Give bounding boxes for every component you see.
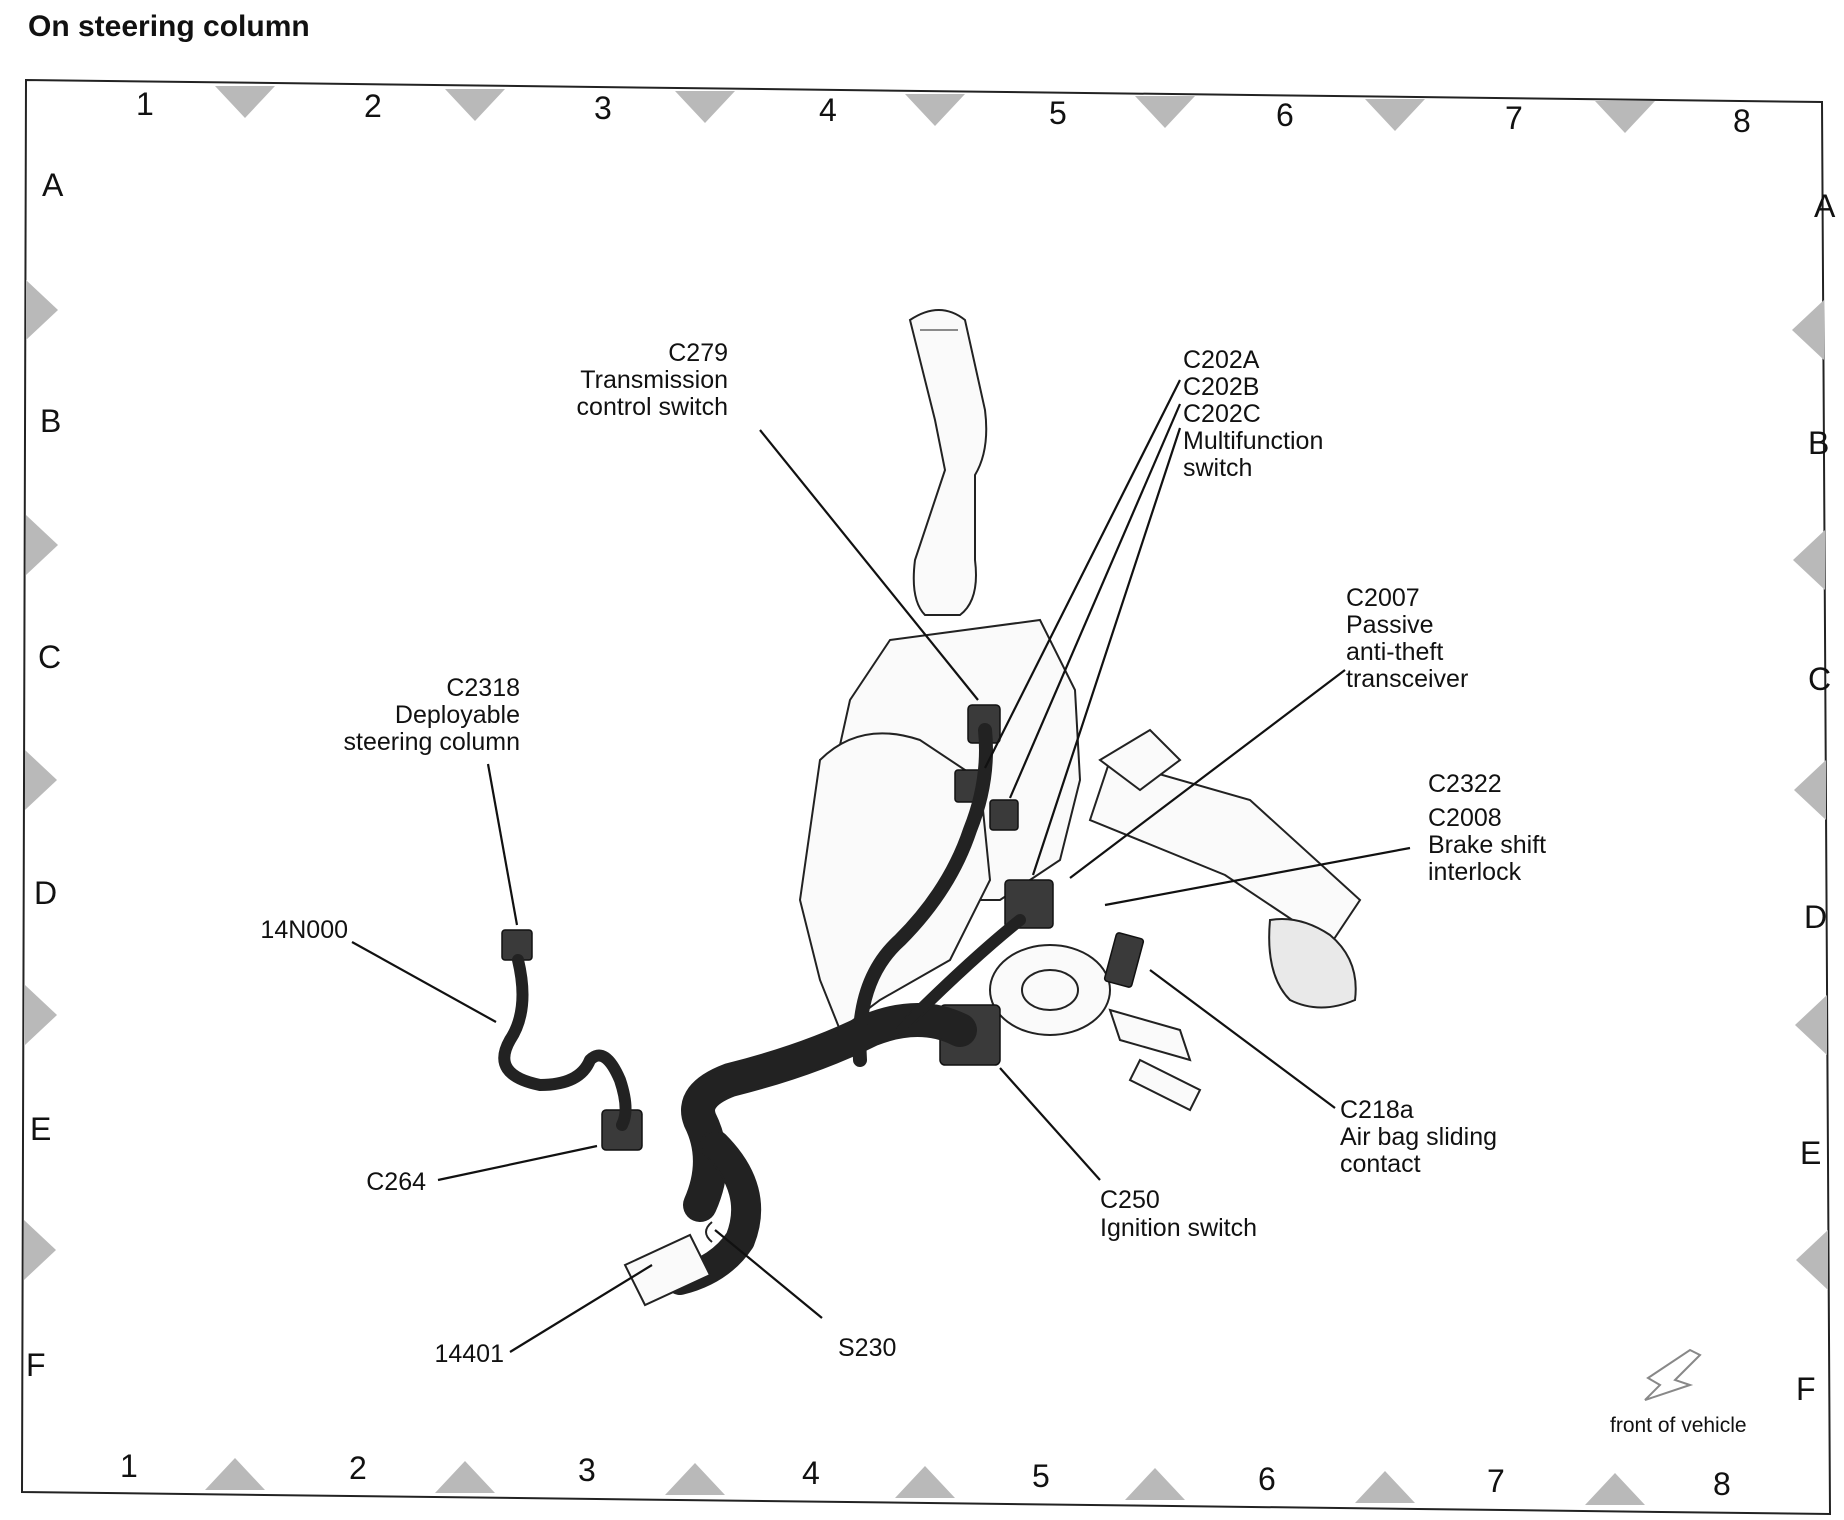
grid-label: 6 — [1276, 97, 1294, 133]
callout-c264: C264 — [366, 1168, 426, 1196]
grid-label: F — [1796, 1371, 1816, 1407]
callout-label: transceiver — [1346, 665, 1468, 693]
grid-column-labels-bottom: 1 2 3 4 5 6 7 8 — [120, 1448, 1731, 1502]
callout-label: 14N000 — [260, 916, 348, 944]
diagram-frame — [20, 78, 1832, 1516]
grid-label: 6 — [1258, 1461, 1276, 1497]
callout-label: interlock — [1428, 858, 1522, 886]
ignition-lock — [989, 944, 1111, 1036]
grid-label: C — [1808, 661, 1831, 697]
grid-row-labels-left: A B C D E F — [26, 167, 64, 1383]
callout-label: 14401 — [434, 1340, 504, 1368]
callout-c218a: C218a Air bag sliding contact — [1340, 1096, 1497, 1178]
callout-14n000: 14N000 — [260, 916, 348, 944]
callout-label: Ignition switch — [1100, 1214, 1257, 1242]
wiper-stalk — [1088, 758, 1362, 947]
grid-row-labels-right: A B C D E F — [1796, 188, 1836, 1407]
callout-label: C218a — [1340, 1096, 1414, 1124]
callout-label: C250 — [1100, 1186, 1160, 1214]
grid-label: C — [38, 639, 61, 675]
grid-label: 2 — [364, 88, 382, 124]
callout-label: Passive — [1346, 611, 1434, 639]
callout-label: C2008 — [1428, 804, 1502, 832]
grid-label: 8 — [1733, 103, 1751, 139]
grid-label: E — [30, 1111, 51, 1147]
callout-c2322: C2322 C2008 Brake shift interlock — [1428, 770, 1546, 886]
leader-lines — [351, 379, 1411, 1353]
callout-label: C2322 — [1428, 770, 1502, 798]
callout-label: Deployable — [395, 701, 520, 729]
grid-markers — [24, 86, 1828, 1505]
callout-label: Transmission — [580, 366, 728, 394]
grid-label: 5 — [1032, 1458, 1050, 1494]
grid-label: F — [26, 1347, 46, 1383]
grid-label: D — [1804, 899, 1827, 935]
callout-label: C2007 — [1346, 584, 1420, 612]
callout-label: contact — [1340, 1150, 1421, 1178]
front-of-vehicle-indicator: front of vehicle — [1610, 1348, 1747, 1437]
grid-label: 1 — [120, 1448, 138, 1484]
grid-label: E — [1800, 1135, 1821, 1171]
callout-label: Brake shift — [1428, 831, 1546, 859]
callout-label: S230 — [838, 1334, 896, 1362]
callout-label: C202C — [1183, 400, 1261, 428]
grid-label: 5 — [1049, 95, 1067, 131]
callout-label: Multifunction — [1183, 427, 1323, 455]
harness-end-14401 — [623, 1233, 712, 1307]
grid-column-labels-top: 1 2 3 4 5 6 7 8 — [136, 86, 1751, 139]
grid-label: A — [42, 167, 64, 203]
callout-label: control switch — [577, 393, 728, 421]
callout-label: C279 — [668, 339, 728, 367]
grid-label: 8 — [1713, 1466, 1731, 1502]
connector-c218a — [1103, 932, 1145, 988]
callout-label: anti-theft — [1346, 638, 1443, 666]
connector-c202b — [989, 799, 1019, 831]
steering-column-illustration — [501, 309, 1362, 1151]
shift-lever — [908, 309, 988, 616]
grid-label: 7 — [1505, 100, 1523, 136]
front-of-vehicle-label: front of vehicle — [1610, 1414, 1747, 1437]
callout-label: switch — [1183, 454, 1252, 482]
callout-label: C264 — [366, 1168, 426, 1196]
front-arrow-icon — [1644, 1348, 1702, 1401]
grid-label: D — [34, 875, 57, 911]
callout-c279: C279 Transmission control switch — [577, 339, 728, 421]
grid-label: 7 — [1487, 1463, 1505, 1499]
grid-label: B — [40, 403, 61, 439]
grid-label: 4 — [819, 92, 837, 128]
callout-s230: S230 — [838, 1334, 896, 1362]
grid-label: 1 — [136, 86, 154, 122]
callout-label: C202A — [1183, 346, 1260, 374]
callout-label: steering column — [344, 728, 520, 756]
grid-label: 3 — [594, 90, 612, 126]
callout-c2007: C2007 Passive anti-theft transceiver — [1346, 584, 1468, 693]
callout-c2318: C2318 Deployable steering column — [344, 674, 520, 756]
wiring-harness — [498, 723, 1026, 1307]
callout-label: C202B — [1183, 373, 1259, 401]
callout-14401: 14401 — [434, 1340, 504, 1368]
grid-label: 3 — [578, 1452, 596, 1488]
grid-label: A — [1814, 188, 1836, 224]
grid-label: 2 — [349, 1450, 367, 1486]
callout-c202: C202A C202B C202C Multifunction switch — [1183, 346, 1323, 482]
grid-label: 4 — [802, 1455, 820, 1491]
splice-s230 — [705, 1221, 713, 1243]
callout-label: Air bag sliding — [1340, 1123, 1497, 1151]
page-title: On steering column — [28, 10, 310, 43]
callout-c250: C250 Ignition switch — [1100, 1186, 1257, 1242]
stalk-knob — [1268, 918, 1357, 1009]
grid-label: B — [1808, 425, 1829, 461]
callout-label: C2318 — [446, 674, 520, 702]
